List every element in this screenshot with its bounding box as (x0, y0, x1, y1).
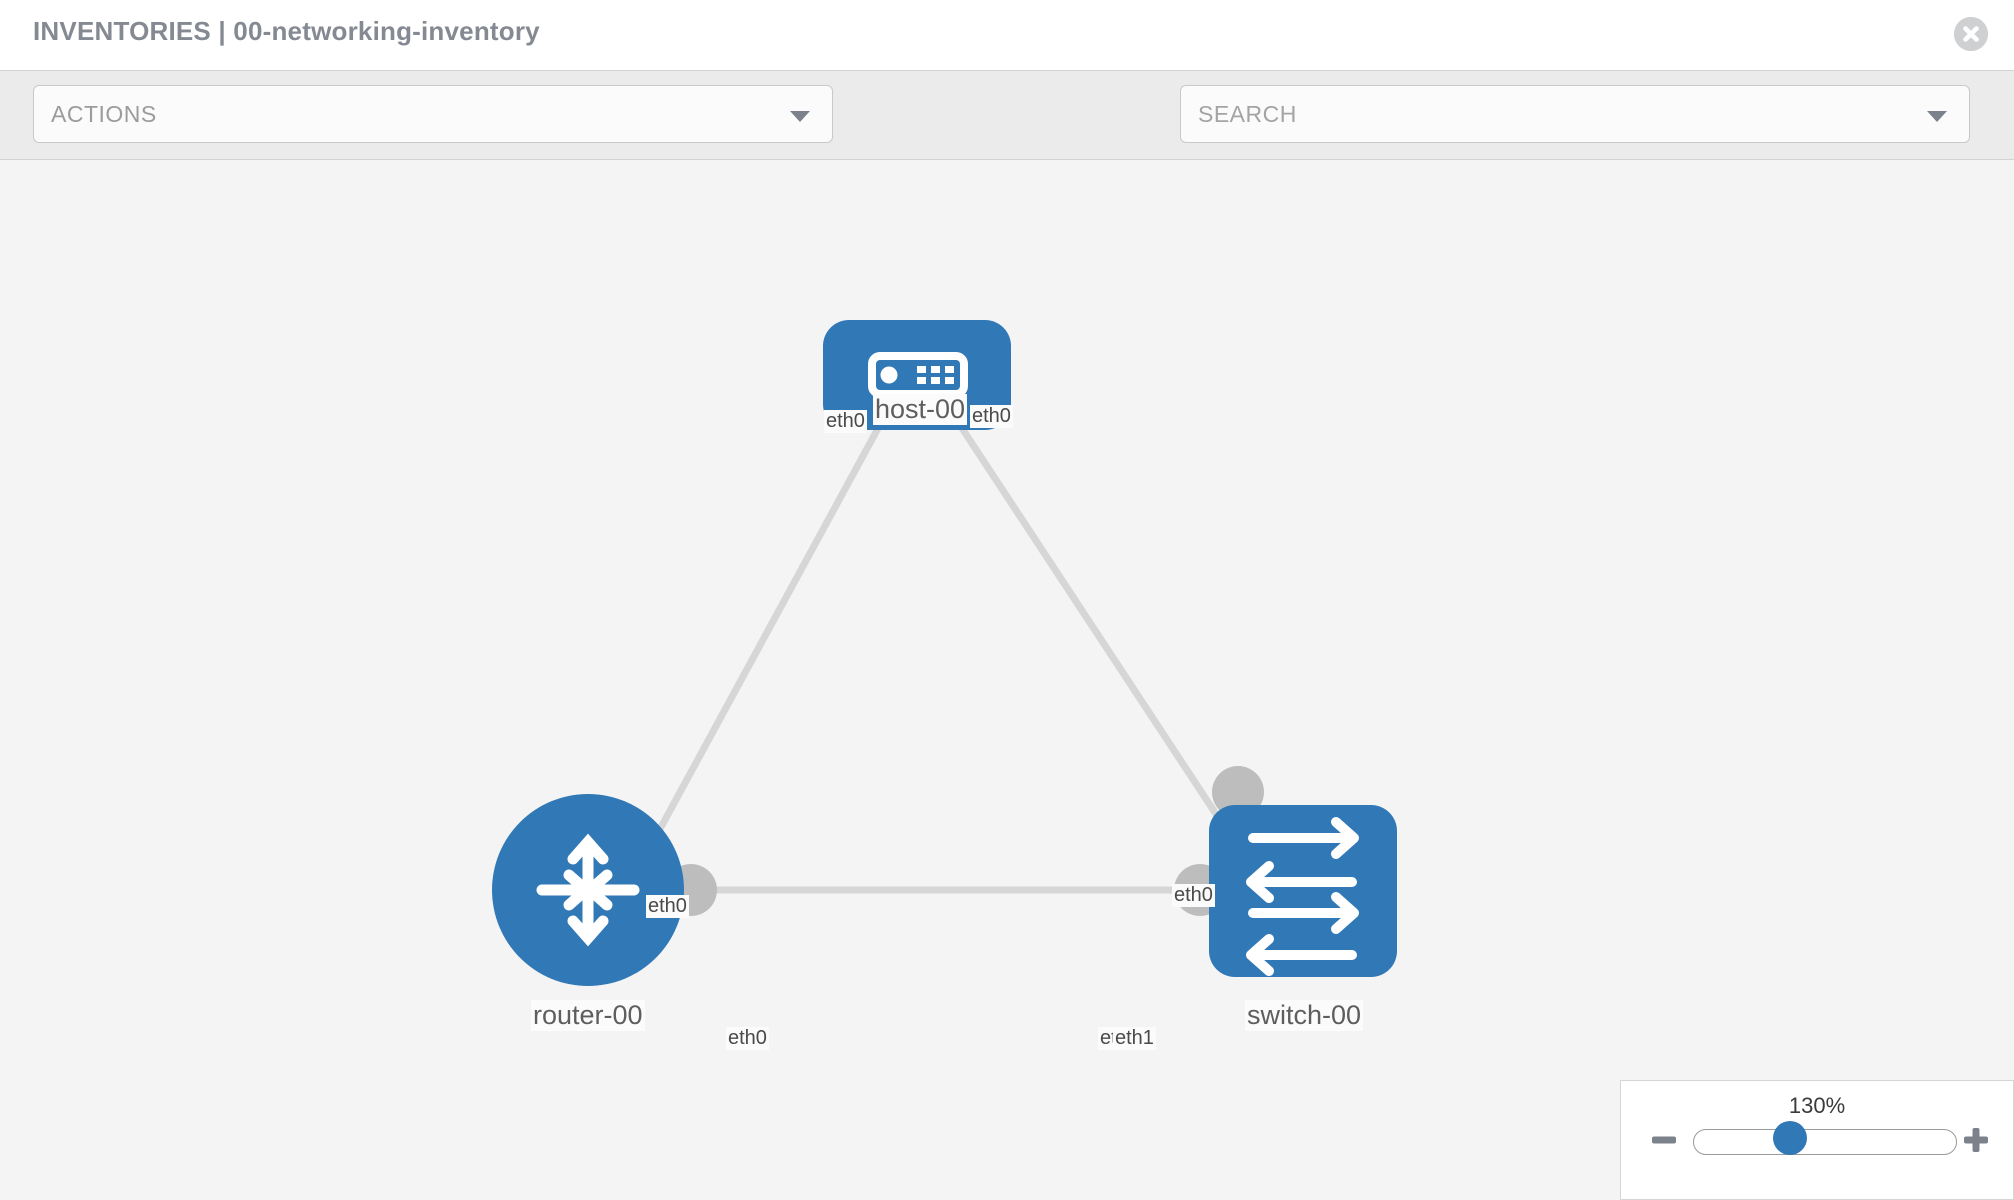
close-button[interactable] (1954, 17, 1988, 51)
zoom-control-panel: 130% (1620, 1080, 2014, 1200)
chevron-down-icon (790, 111, 810, 122)
toolbar: ACTIONS SEARCH (0, 70, 2014, 197)
port-label-switch-up: eth0 (1172, 884, 1215, 907)
minus-icon (1652, 1136, 1676, 1144)
node-router-00[interactable] (492, 794, 684, 986)
topology-graph (492, 320, 1397, 986)
page-title: INVENTORIES | 00-networking-inventory (33, 16, 540, 46)
link-router-host[interactable] (631, 408, 892, 877)
page-header: INVENTORIES | 00-networking-inventory (0, 0, 2014, 70)
node-label-host-00: host-00 (873, 394, 968, 425)
zoom-level-value: 130% (1788, 1093, 1846, 1118)
node-label-router-00: router-00 (531, 1000, 645, 1031)
zoom-in-button[interactable] (1961, 1125, 1991, 1160)
search-placeholder: SEARCH (1198, 101, 1297, 127)
router-icon (536, 833, 640, 947)
link-host-switch[interactable] (947, 408, 1261, 880)
zoom-slider[interactable] (1693, 1129, 1957, 1155)
port-label-switch-left-b: eth1 (1113, 1027, 1156, 1050)
search-input[interactable]: SEARCH (1180, 85, 1970, 143)
node-switch-00[interactable] (1209, 805, 1397, 977)
port-label-router-right: eth0 (726, 1027, 769, 1050)
actions-dropdown-label: ACTIONS (51, 101, 157, 127)
close-icon (1954, 17, 1988, 51)
topology-canvas[interactable]: host-00 router-00 switch-00 eth0 eth0 et… (0, 160, 2014, 1200)
actions-dropdown[interactable]: ACTIONS (33, 85, 833, 143)
port-label-router-up: eth0 (646, 895, 689, 918)
zoom-out-button[interactable] (1649, 1125, 1679, 1160)
zoom-slider-thumb[interactable] (1773, 1121, 1807, 1155)
switch-icon (1246, 817, 1359, 976)
chevron-down-icon[interactable] (1927, 111, 1947, 122)
plus-icon (1964, 1128, 1988, 1152)
port-label-host-left: eth0 (824, 410, 867, 433)
port-label-host-right: eth0 (970, 405, 1013, 428)
node-label-switch-00: switch-00 (1245, 1000, 1364, 1031)
